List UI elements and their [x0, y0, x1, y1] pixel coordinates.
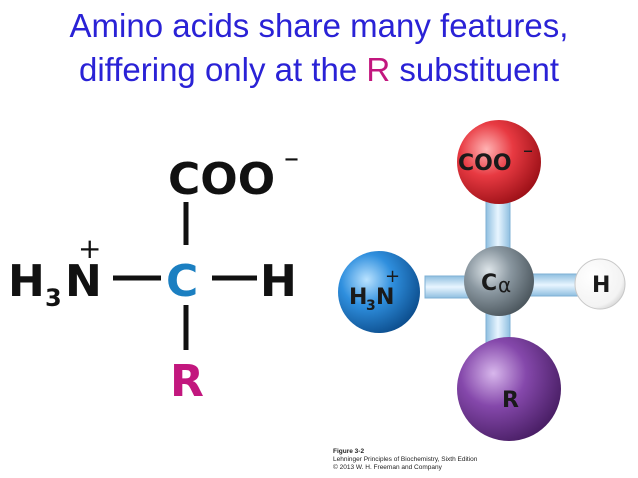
calpha-sphere	[464, 246, 534, 316]
bs-carboxyl: COO	[458, 151, 512, 176]
title-line-2: differing only at the R substituent	[0, 50, 638, 90]
caption-book: Lehninger Principles of Biochemistry	[333, 456, 438, 463]
coo-sphere	[457, 120, 541, 204]
caption-book-line: Lehninger Principles of Biochemistry, Si…	[333, 456, 477, 464]
bs-hydrogen: H	[592, 273, 610, 298]
ball-stick-model: COO – H 3 N + C α H R	[338, 120, 626, 441]
structural-formula: COO – H 3 N + C H R	[8, 141, 299, 407]
sf-carboxyl-charge: –	[284, 141, 299, 176]
r-sphere	[457, 337, 561, 441]
sf-amino-charge: +	[78, 232, 101, 265]
title-line-1: Amino acids share many features,	[69, 7, 569, 44]
bs-amino-charge: +	[385, 266, 400, 287]
bs-alpha-symbol: α	[498, 273, 511, 297]
sf-carboxyl: COO	[168, 154, 275, 205]
title-line-2-prefix: differing only at the	[78, 51, 367, 88]
sf-amino-n: N	[65, 256, 102, 307]
bs-side-chain: R	[502, 388, 519, 413]
nh3-sphere	[338, 251, 420, 333]
caption-edition: , Sixth Edition	[437, 456, 478, 463]
bs-amino-subscript: 3	[366, 298, 376, 314]
sf-alpha-carbon: C	[166, 256, 198, 307]
sf-side-chain: R	[170, 356, 204, 407]
bs-alpha-carbon: C	[481, 271, 497, 296]
caption-figure: Figure 3-2	[333, 448, 365, 455]
bs-amino-h: H	[349, 285, 367, 310]
caption-copyright: © 2013 W. H. Freeman and Company	[333, 464, 442, 471]
h-sphere	[574, 258, 626, 310]
bs-carboxyl-charge: –	[523, 138, 533, 162]
sf-hydrogen: H	[260, 256, 297, 307]
title-line-2-suffix: substituent	[390, 51, 560, 88]
sf-amino-subscript: 3	[45, 284, 62, 312]
bs-amino-n: N	[376, 285, 394, 310]
sf-amino-h: H	[8, 256, 45, 307]
title-r-highlight: R	[366, 51, 391, 88]
